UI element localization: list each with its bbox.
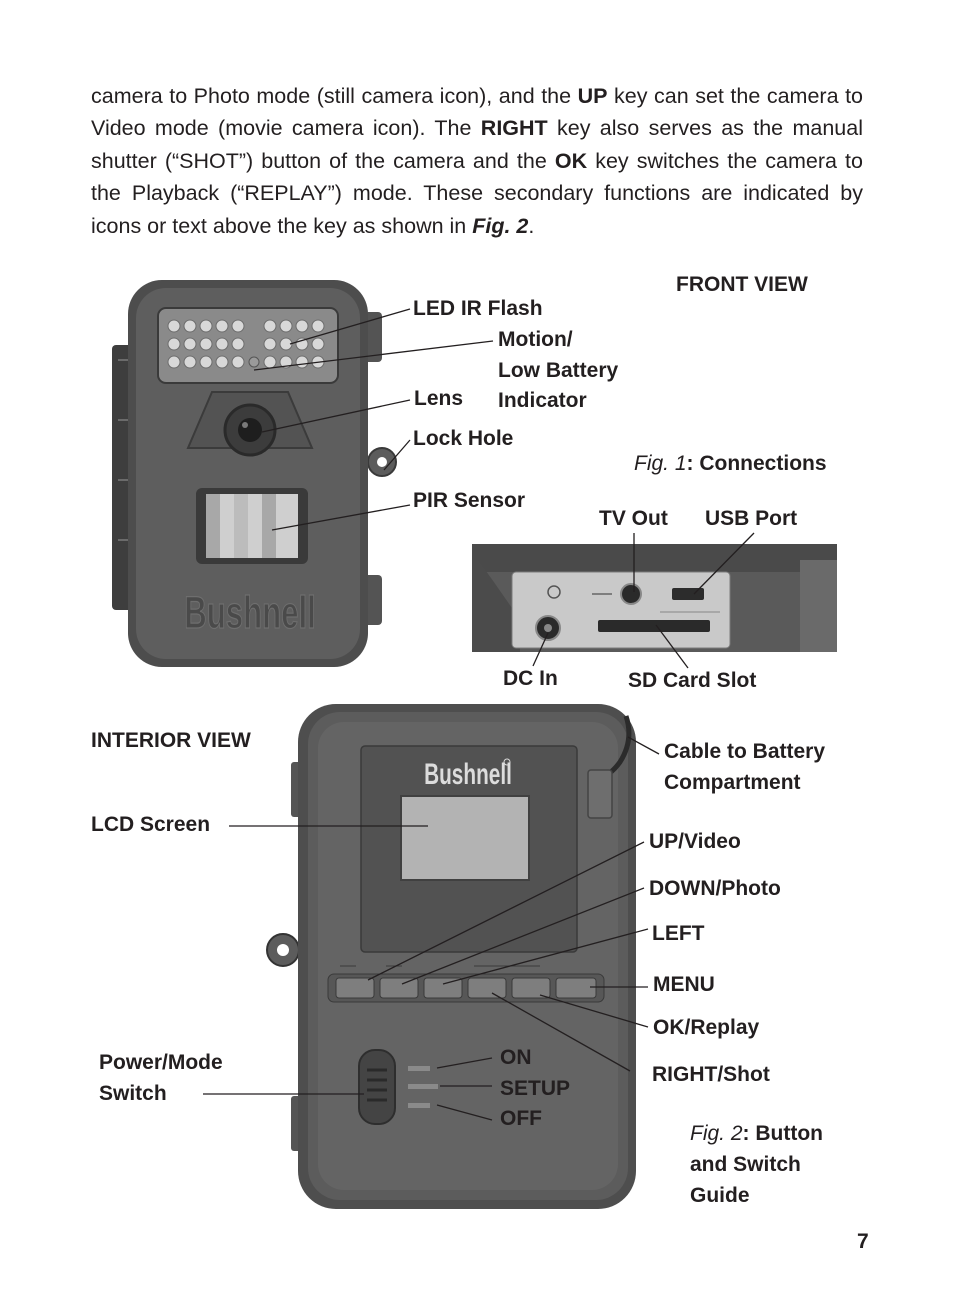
fig2-caption-line3: Guide: [690, 1184, 750, 1207]
label-lock-hole: Lock Hole: [413, 427, 514, 450]
label-cable-line1: Cable to Battery: [664, 740, 826, 763]
label-lens: Lens: [414, 387, 464, 410]
page-number: 7: [857, 1230, 869, 1253]
label-setup: SETUP: [500, 1076, 571, 1100]
fig2-caption: Fig. 2: Button and Switch Guide: [690, 1118, 823, 1211]
label-tv-out: TV Out: [599, 507, 668, 530]
fig2-caption-number: Fig. 2: [690, 1122, 743, 1145]
paragraph-text: key switches the camera to the Playback …: [91, 148, 863, 238]
front-camera-photo: Bushnell: [112, 280, 397, 667]
body-paragraph: camera to Photo mode (still camera icon)…: [91, 80, 863, 242]
fig2-caption-line2: and Switch: [690, 1153, 801, 1176]
label-power-line1: Power/Mode: [99, 1051, 223, 1074]
label-down-photo: DOWN/Photo: [649, 877, 781, 900]
paragraph-text: .: [528, 213, 535, 238]
figure-reference: Fig. 2: [472, 213, 529, 238]
connections-photo: [472, 544, 837, 652]
interior-view-heading: INTERIOR VIEW: [91, 729, 251, 752]
label-motion-line3: Indicator: [498, 389, 587, 412]
paragraph-text: camera to Photo mode (still camera icon)…: [91, 84, 578, 108]
front-logo-text: Bushnell: [184, 588, 316, 638]
fig1-caption-title: : Connections: [686, 452, 827, 475]
fig1-caption: Fig. 1: Connections: [634, 448, 827, 479]
label-pir-sensor: PIR Sensor: [413, 489, 526, 512]
label-left: LEFT: [652, 922, 705, 945]
label-usb-port: USB Port: [705, 507, 798, 530]
key-up: UP: [577, 84, 608, 108]
label-dc-in: DC In: [503, 667, 558, 690]
label-lcd-screen: LCD Screen: [91, 813, 211, 836]
label-ok-replay: OK/Replay: [653, 1016, 760, 1039]
paragraph-text: key can set the camera to Video mode (mo…: [91, 84, 864, 141]
label-cable-line2: Compartment: [664, 770, 801, 794]
label-off: OFF: [500, 1107, 542, 1130]
interior-logo-text: Bushnell: [424, 758, 512, 791]
leader-lines: [203, 308, 755, 1121]
label-up-video: UP/Video: [649, 830, 741, 853]
label-menu: MENU: [653, 973, 715, 996]
label-sd-card-slot: SD Card Slot: [628, 669, 757, 692]
label-motion-line2: Low Battery: [498, 358, 619, 382]
key-right: RIGHT: [480, 116, 548, 141]
interior-camera-photo: Bushnell: [266, 704, 636, 1209]
fig2-caption-line1: : Button: [742, 1122, 823, 1145]
label-led-ir-flash: LED IR Flash: [413, 297, 543, 320]
key-ok: OK: [554, 148, 588, 173]
label-on: ON: [500, 1046, 532, 1069]
front-view-heading: FRONT VIEW: [676, 273, 808, 296]
label-motion-line1: Motion/: [498, 328, 573, 351]
label-switch-positions: ON SETUP OFF: [500, 1043, 570, 1135]
fig1-caption-number: Fig. 1: [634, 452, 687, 475]
label-motion-indicator: Motion/ Low Battery Indicator: [498, 325, 618, 417]
paragraph-text: key also serves as the manual shutter (“…: [91, 116, 863, 173]
led-array: [167, 319, 325, 369]
label-cable-to-battery: Cable to Battery Compartment: [664, 737, 825, 798]
label-power-line2: Switch: [99, 1081, 167, 1105]
label-right-shot: RIGHT/Shot: [652, 1063, 770, 1086]
label-power-mode-switch: Power/Mode Switch: [99, 1048, 223, 1109]
